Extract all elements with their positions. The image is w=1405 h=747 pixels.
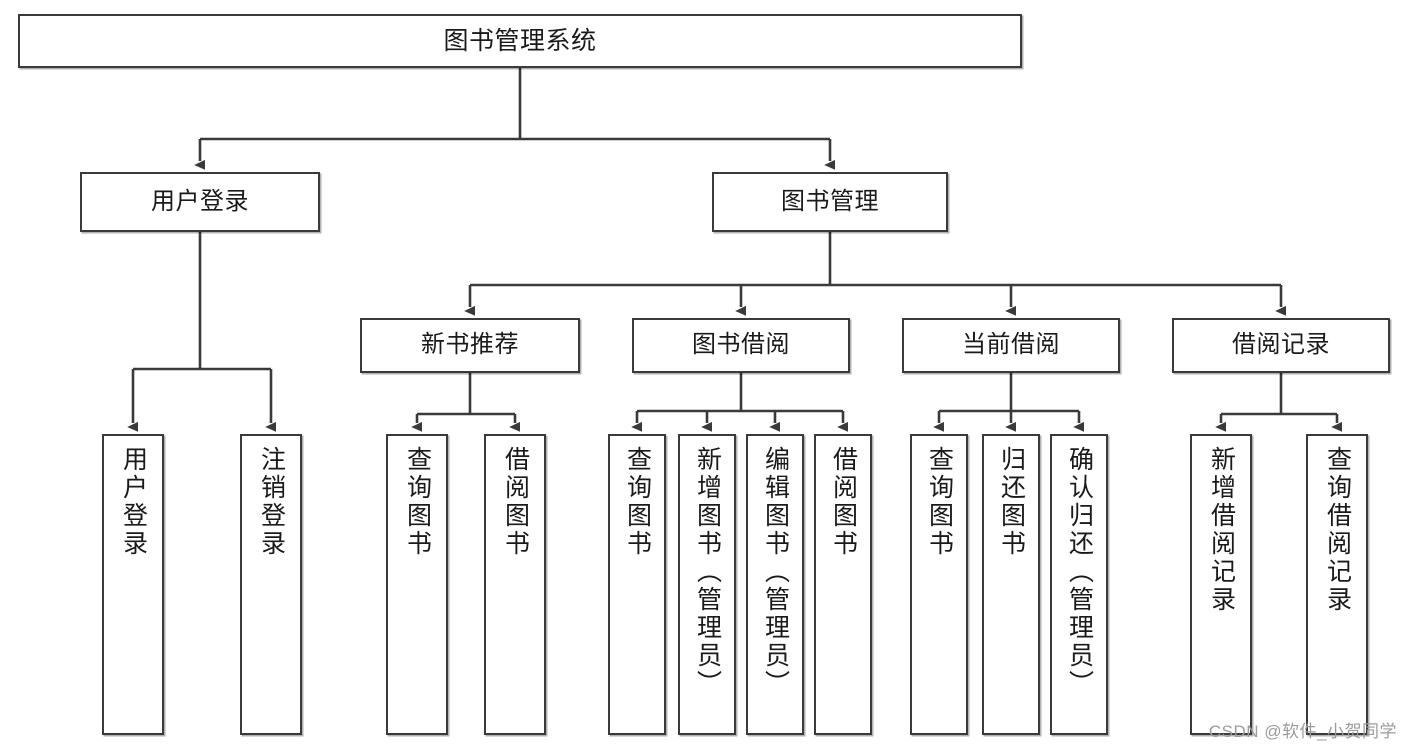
node-label: 借阅记录 bbox=[1232, 331, 1330, 359]
node-root[interactable]: 图书管理系统 bbox=[18, 14, 1022, 68]
node-leaf-add-record[interactable]: 新增借阅记录 bbox=[1190, 434, 1252, 735]
node-leaf-user-logout[interactable]: 注销登录 bbox=[240, 434, 302, 735]
node-label: 查询图书 bbox=[925, 446, 954, 558]
node-label: 新增图书（管理员） bbox=[693, 446, 722, 698]
node-label: 注销登录 bbox=[257, 446, 286, 558]
node-label: 新增借阅记录 bbox=[1207, 446, 1236, 614]
node-label: 图书借阅 bbox=[692, 331, 790, 359]
node-leaf-query-book-3[interactable]: 查询图书 bbox=[910, 434, 968, 735]
node-user-login[interactable]: 用户登录 bbox=[80, 172, 320, 232]
node-label: 图书管理系统 bbox=[443, 27, 597, 55]
node-new-book-rec[interactable]: 新书推荐 bbox=[360, 318, 580, 373]
node-leaf-borrow-book-1[interactable]: 借阅图书 bbox=[484, 434, 546, 735]
node-label: 归还图书 bbox=[997, 446, 1026, 558]
node-label: 用户登录 bbox=[119, 446, 148, 558]
node-label: 图书管理 bbox=[781, 187, 879, 215]
node-label: 确认归还（管理员） bbox=[1065, 446, 1094, 698]
watermark-text: CSDN @软件_小贺同学 bbox=[1208, 722, 1397, 741]
node-label: 借阅图书 bbox=[501, 446, 530, 558]
node-leaf-add-book[interactable]: 新增图书（管理员） bbox=[678, 434, 736, 735]
node-label: 借阅图书 bbox=[829, 446, 858, 558]
node-label: 查询图书 bbox=[623, 446, 652, 558]
node-leaf-borrow-book-2[interactable]: 借阅图书 bbox=[814, 434, 872, 735]
node-leaf-user-login[interactable]: 用户登录 bbox=[102, 434, 164, 735]
node-leaf-query-record[interactable]: 查询借阅记录 bbox=[1306, 434, 1368, 735]
node-label: 编辑图书（管理员） bbox=[761, 446, 790, 698]
node-current-borrow[interactable]: 当前借阅 bbox=[902, 318, 1120, 373]
node-book-manage[interactable]: 图书管理 bbox=[712, 172, 948, 232]
node-leaf-query-book-1[interactable]: 查询图书 bbox=[386, 434, 448, 735]
node-book-borrow[interactable]: 图书借阅 bbox=[632, 318, 850, 373]
node-label: 新书推荐 bbox=[421, 331, 519, 359]
node-leaf-edit-book[interactable]: 编辑图书（管理员） bbox=[746, 434, 804, 735]
node-label: 查询图书 bbox=[403, 446, 432, 558]
node-leaf-confirm-return[interactable]: 确认归还（管理员） bbox=[1050, 434, 1108, 735]
node-label: 用户登录 bbox=[151, 187, 249, 215]
node-leaf-return-book[interactable]: 归还图书 bbox=[982, 434, 1040, 735]
node-borrow-record[interactable]: 借阅记录 bbox=[1172, 318, 1390, 373]
node-label: 当前借阅 bbox=[962, 331, 1060, 359]
node-leaf-query-book-2[interactable]: 查询图书 bbox=[608, 434, 666, 735]
node-label: 查询借阅记录 bbox=[1323, 446, 1352, 614]
